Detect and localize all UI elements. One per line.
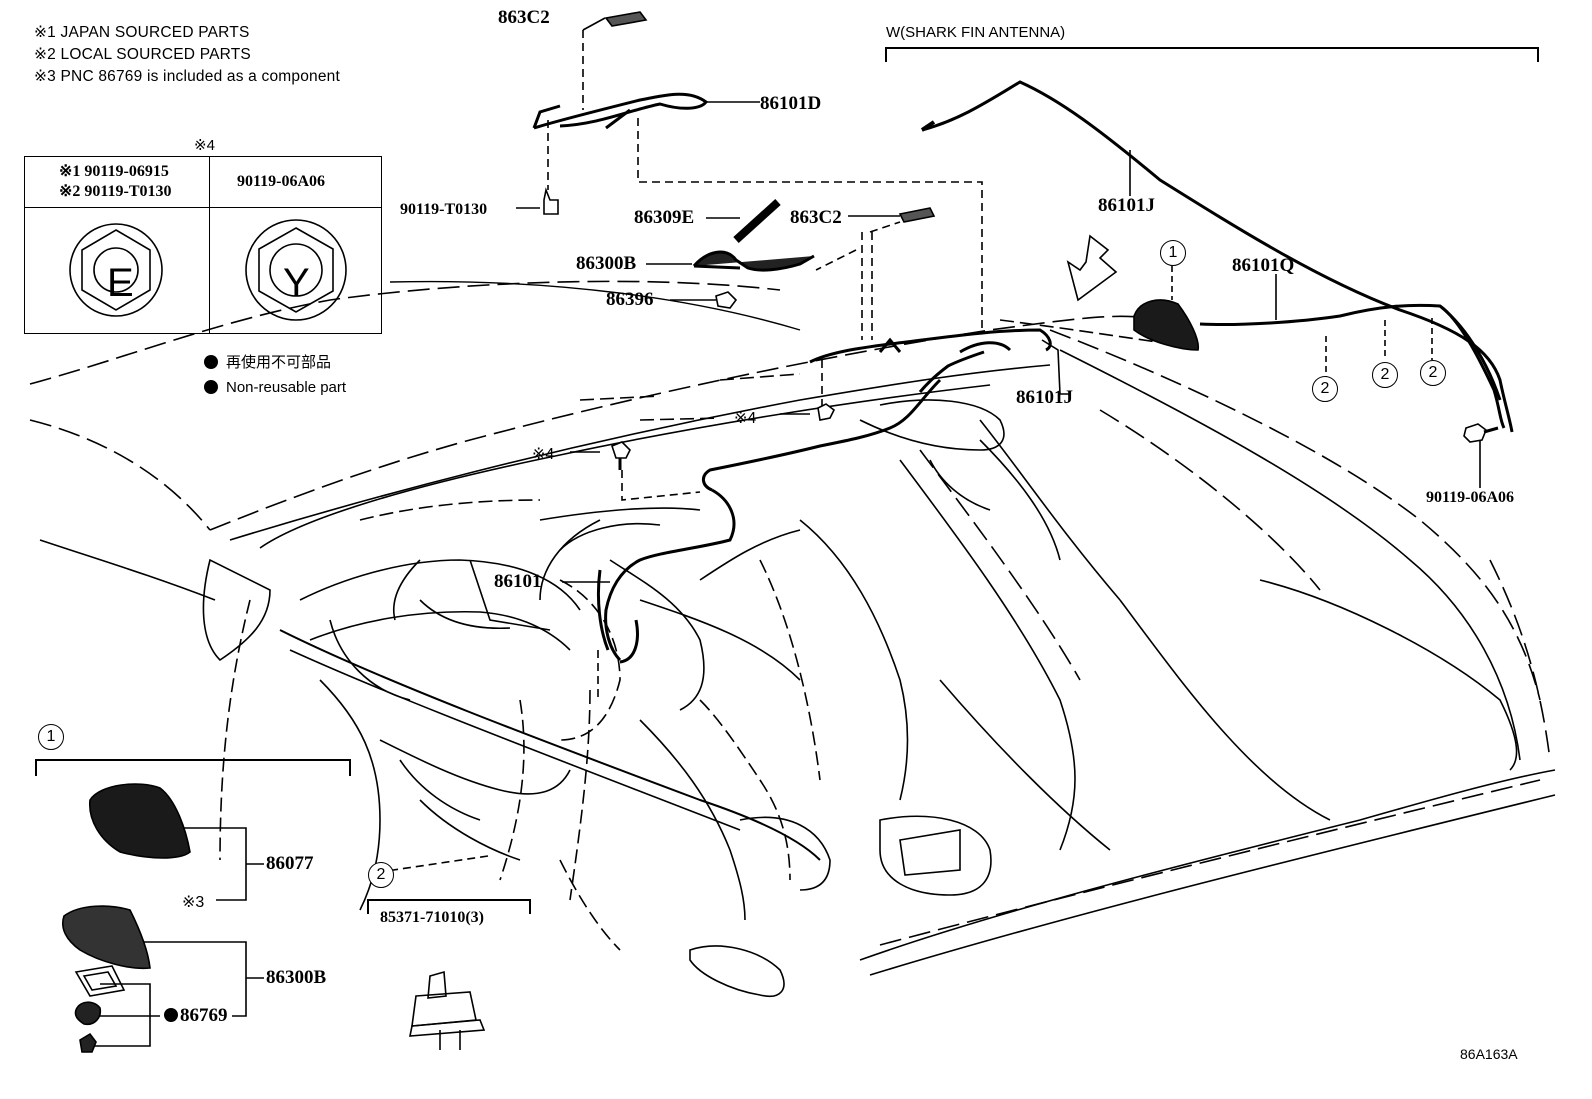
- ref-circle-2-a: 2: [1312, 376, 1338, 402]
- note-japan-sourced: ※1 JAPAN SOURCED PARTS: [34, 24, 250, 41]
- legend-jp: 再使用不可部品: [226, 354, 332, 371]
- fastener-table: ※1 90119-06915 ※2 90119-T0130 90119-06A0…: [24, 156, 382, 334]
- fastener-local-part[interactable]: ※2 90119-T0130: [59, 183, 172, 200]
- part-86396[interactable]: 86396: [606, 289, 654, 310]
- legend: 再使用不可部品 Non-reusable part: [204, 350, 346, 400]
- non-reusable-dot-icon: [204, 380, 218, 394]
- part-86101J-roof[interactable]: 86101J: [1098, 195, 1155, 216]
- ref-circle-1-top: 1: [1160, 240, 1186, 266]
- fastener-table-column-1: [25, 157, 210, 333]
- ref-circle-1-bottom: 1: [38, 724, 64, 750]
- part-86101J-dash[interactable]: 86101J: [1016, 387, 1073, 408]
- part-85371-71010[interactable]: 85371-71010(3): [380, 909, 484, 926]
- part-86101Q[interactable]: 86101Q: [1232, 255, 1295, 276]
- part-863C2-top[interactable]: 863C2: [498, 7, 550, 28]
- ref-circle-2-c: 2: [1420, 360, 1446, 386]
- shark-fin-antenna-label: W(SHARK FIN ANTENNA): [886, 24, 1066, 41]
- fastener-table-header-row: [25, 157, 381, 208]
- ref-circle-2-bottom: 2: [368, 862, 394, 888]
- hex-nut-e-icon: E: [107, 261, 134, 305]
- part-86769-label: 86769: [180, 1005, 228, 1026]
- part-86309E[interactable]: 86309E: [634, 207, 695, 228]
- part-86077[interactable]: 86077: [266, 853, 314, 874]
- note-pnc-component: ※3 PNC 86769 is included as a component: [34, 68, 340, 85]
- note-local-sourced: ※2 LOCAL SOURCED PARTS: [34, 46, 251, 63]
- part-86769[interactable]: 86769: [164, 1006, 228, 1026]
- part-863C2-mid[interactable]: 863C2: [790, 207, 842, 228]
- part-86300B-bottom[interactable]: 86300B: [266, 967, 327, 988]
- part-90119-T0130[interactable]: 90119-T0130: [400, 201, 488, 218]
- notes-block: ※1 JAPAN SOURCED PARTS ※2 LOCAL SOURCED …: [34, 22, 340, 88]
- mark-4-right: ※4: [734, 410, 757, 427]
- non-reusable-dot-icon: [164, 1008, 178, 1022]
- part-86300B-top[interactable]: 86300B: [576, 253, 637, 274]
- part-90119-06A06[interactable]: 90119-06A06: [1426, 489, 1514, 506]
- table-header-mark: ※4: [194, 137, 215, 154]
- fastener-japan-part[interactable]: ※1 90119-06915: [59, 163, 169, 180]
- figure-code: 86A163A: [1460, 1046, 1518, 1062]
- hex-nut-y-icon: Y: [283, 261, 310, 305]
- part-86101[interactable]: 86101: [494, 571, 542, 592]
- non-reusable-dot-icon: [204, 355, 218, 369]
- fastener-col2-part[interactable]: 90119-06A06: [237, 173, 325, 190]
- mark-4-left: ※4: [532, 446, 555, 463]
- mark-3: ※3: [182, 894, 205, 911]
- ref-circle-2-b: 2: [1372, 362, 1398, 388]
- legend-en: Non-reusable part: [226, 379, 347, 396]
- part-86101D[interactable]: 86101D: [760, 93, 822, 114]
